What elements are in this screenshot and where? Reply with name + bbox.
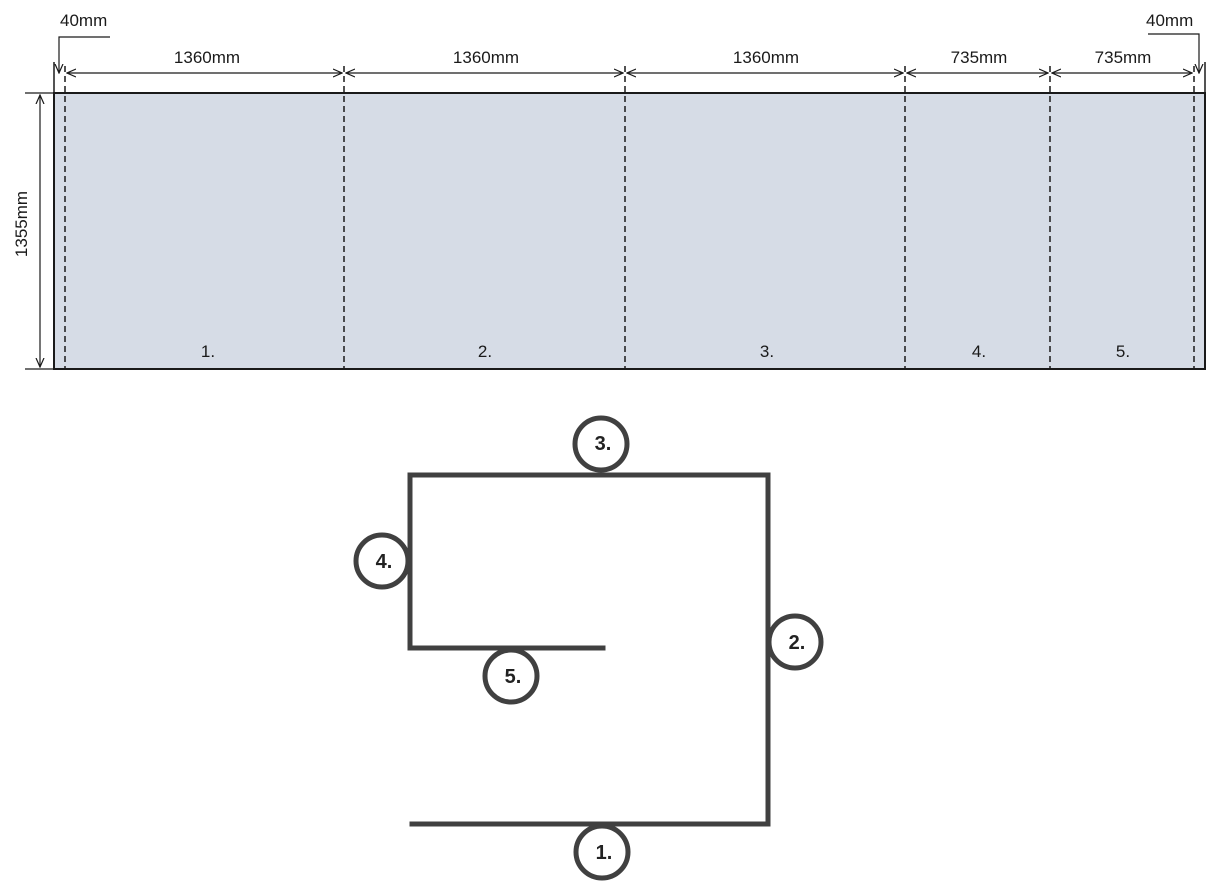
elevation-outline [53,92,1206,370]
panel-width-label-1: 1360mm [174,48,240,67]
panel-number-4: 4. [972,342,986,361]
plan-marker-5 [482,647,540,705]
plan-marker-4 [353,532,411,590]
plan-marker-1 [573,823,631,881]
panel-number-2: 2. [478,342,492,361]
plan-marker-5-label: 5. [505,666,522,688]
elevation-panel-fill [54,93,1205,369]
plan-marker-3-label: 3. [595,433,612,455]
plan-marker-4-label: 4. [376,551,393,573]
plan-marker-3 [572,415,630,473]
plan-walls [407,472,771,827]
fold-lines [64,66,1195,369]
left-margin-leader [59,36,110,73]
left-margin-label: 40mm [60,11,107,30]
panel-width-label-2: 1360mm [453,48,519,67]
plan-marker-2-label: 2. [789,632,806,654]
panel-width-label-4: 735mm [951,48,1008,67]
right-margin-label: 40mm [1146,11,1193,30]
panel-width-label-5: 735mm [1095,48,1152,67]
panel-number-3: 3. [760,342,774,361]
plan-marker-2 [766,613,824,671]
height-label: 1355mm [12,191,31,257]
right-margin-leader [1148,33,1199,73]
panel-number-1: 1. [201,342,215,361]
panel-number-5: 5. [1116,342,1130,361]
plan-marker-1-label: 1. [596,842,613,864]
panel-width-label-3: 1360mm [733,48,799,67]
